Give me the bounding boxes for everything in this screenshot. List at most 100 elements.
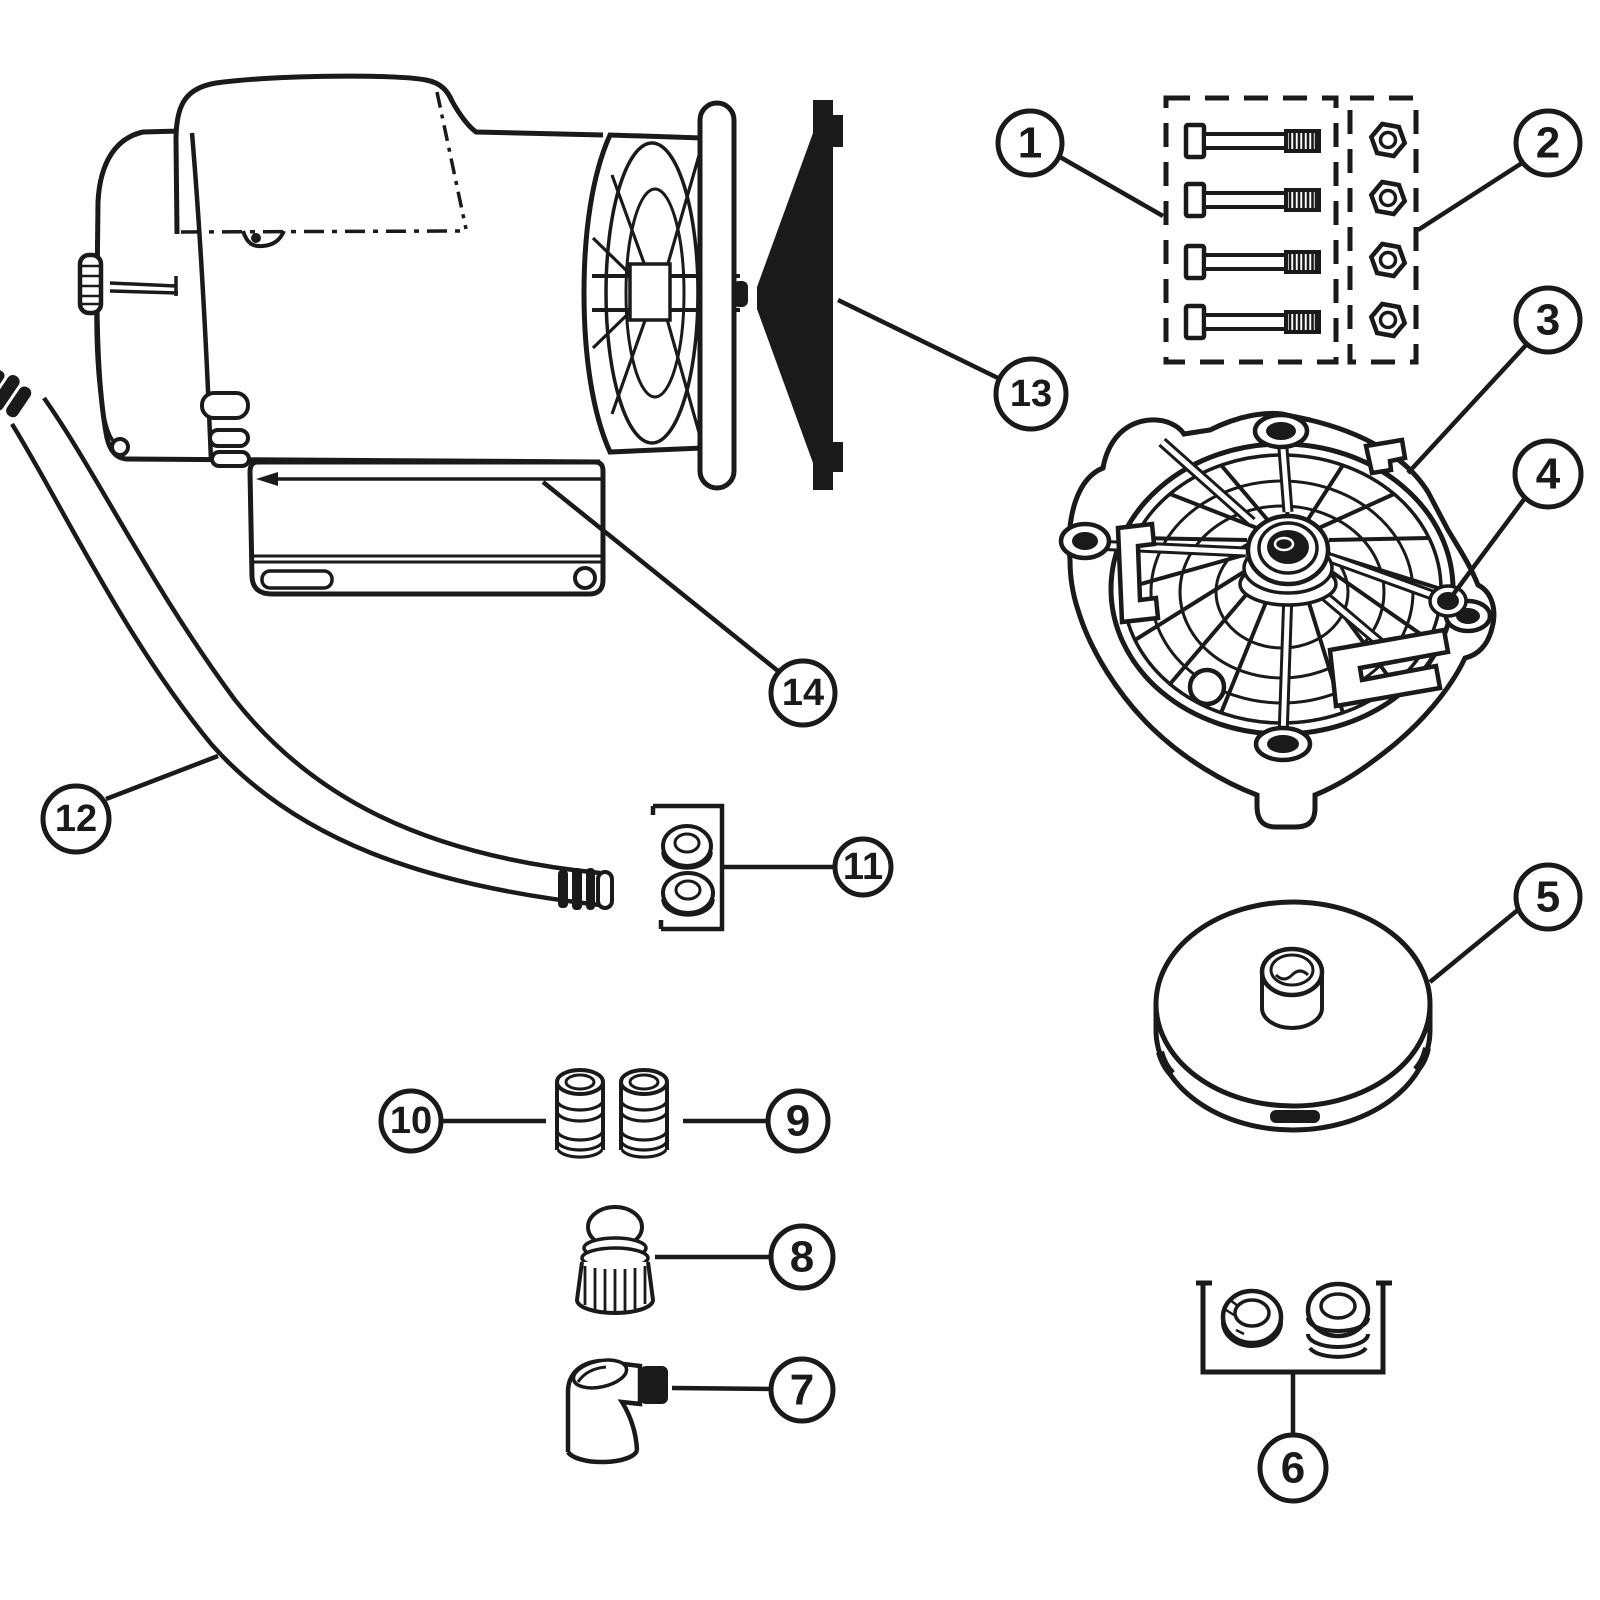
elbow-bottom-arc bbox=[566, 1449, 640, 1465]
leader-line-14 bbox=[541, 480, 780, 673]
motor-cap-seam-notch bbox=[241, 230, 286, 249]
motor-vent-slot-3 bbox=[210, 450, 251, 468]
hub-bore-glint bbox=[1273, 536, 1295, 552]
motor-vent-slot-2 bbox=[208, 428, 250, 448]
callout-8-label: 8 bbox=[790, 1233, 814, 1282]
base-plate-slot bbox=[260, 569, 334, 590]
callout-11-circle bbox=[832, 836, 894, 898]
callout-2-label: 2 bbox=[1536, 119, 1560, 168]
motor-cap-seam-dot bbox=[251, 233, 261, 243]
callout-6-circle bbox=[1257, 1432, 1329, 1504]
callout-7-circle bbox=[768, 1356, 836, 1424]
callout-3-label: 3 bbox=[1536, 296, 1560, 345]
bolt-2 bbox=[1186, 184, 1319, 216]
hose-inlet-fitting bbox=[0, 370, 32, 418]
hose-end-cap bbox=[596, 870, 614, 910]
motor-conduit-knob-ribs bbox=[81, 264, 100, 306]
adapter-fitting-part bbox=[574, 1205, 656, 1315]
callout-14-circle bbox=[768, 658, 838, 728]
callout-7: 7 bbox=[768, 1356, 836, 1424]
impeller-part bbox=[1153, 899, 1433, 1133]
impeller-hub-bore bbox=[1269, 953, 1315, 987]
seal-plate-cone bbox=[757, 133, 813, 463]
motor-cap-hidden-edge bbox=[435, 91, 468, 230]
motor-wire-line bbox=[94, 312, 116, 444]
motor-face-flange bbox=[697, 100, 737, 491]
elbow-bend-line bbox=[576, 1365, 607, 1383]
callout-7-label: 7 bbox=[790, 1366, 814, 1415]
shaft-stub bbox=[733, 281, 748, 307]
impeller-wall-mark-right bbox=[1413, 1047, 1431, 1073]
boss-top-hole bbox=[1266, 422, 1296, 440]
elbow-fitting-part bbox=[565, 1358, 668, 1465]
seal-plate-part bbox=[757, 100, 843, 490]
shaft-seal-kit bbox=[1196, 1280, 1392, 1375]
nut-kit-dashed-box bbox=[1347, 95, 1419, 365]
union-nut-bottom-bore bbox=[674, 879, 702, 901]
callout-12-label: 12 bbox=[55, 798, 97, 840]
hose-end-barb bbox=[558, 868, 614, 910]
callout-2: 2 bbox=[1513, 108, 1583, 178]
bolt-3 bbox=[1186, 246, 1319, 278]
callout-13-label: 13 bbox=[1010, 373, 1052, 415]
callout-5-circle bbox=[1513, 862, 1583, 932]
barb-adapter-left bbox=[555, 1068, 605, 1160]
callout-10-circle bbox=[378, 1088, 444, 1154]
leader-line-5 bbox=[1428, 907, 1521, 984]
callout-9: 9 bbox=[765, 1088, 831, 1154]
callout-11-label: 11 bbox=[843, 846, 883, 888]
callouts: 1 2 3 4 5 6 7 8 bbox=[40, 108, 1584, 1504]
callout-9-label: 9 bbox=[786, 1097, 810, 1146]
seal-spring-bore bbox=[1319, 1292, 1357, 1320]
seal-spring-coils bbox=[1306, 1317, 1370, 1359]
callout-6: 6 bbox=[1257, 1432, 1329, 1504]
callout-12-circle bbox=[40, 783, 112, 855]
motor-base-plate bbox=[247, 459, 606, 597]
motor-assembly bbox=[77, 73, 748, 597]
base-plate-hole bbox=[573, 566, 597, 590]
motor-cap-outline bbox=[173, 73, 604, 235]
callout-8: 8 bbox=[768, 1223, 836, 1291]
bolt-kit-dashed-box bbox=[1163, 95, 1339, 365]
hose-top-edge bbox=[42, 396, 601, 876]
callout-1: 1 bbox=[995, 108, 1065, 178]
leader-line-7 bbox=[671, 1385, 772, 1392]
callout-4-circle bbox=[1512, 438, 1584, 510]
fan-hub-block bbox=[628, 262, 672, 322]
hex-nut-1 bbox=[1371, 124, 1404, 156]
callout-4-label: 4 bbox=[1536, 450, 1561, 499]
elbow-threaded-tip bbox=[640, 1366, 668, 1404]
union-nut-top-flange bbox=[661, 851, 713, 870]
housing-clip-lower-right bbox=[1327, 627, 1451, 709]
housing-hub bbox=[1238, 513, 1338, 607]
seal-spring bbox=[1305, 1281, 1371, 1359]
nut-kit bbox=[1347, 95, 1419, 365]
callout-3: 3 bbox=[1513, 285, 1583, 355]
union-nut-bottom bbox=[661, 871, 715, 917]
callout-9-circle bbox=[765, 1088, 831, 1154]
leader-lines bbox=[105, 155, 1529, 1434]
base-plate-arrowhead bbox=[256, 472, 278, 486]
hose-inlet-ring-2 bbox=[0, 375, 20, 411]
union-nut-kit bbox=[650, 803, 725, 932]
leader-line-2 bbox=[1416, 161, 1524, 232]
base-plate-lower-ribs bbox=[253, 554, 603, 564]
seal-plate-step-top bbox=[833, 115, 843, 147]
callout-6-label: 6 bbox=[1281, 1444, 1305, 1493]
bolt-4 bbox=[1186, 306, 1319, 338]
callout-14: 14 bbox=[768, 658, 838, 728]
hex-nut-3 bbox=[1371, 244, 1404, 276]
leader-line-12 bbox=[105, 753, 219, 802]
adapter-splines bbox=[583, 1266, 647, 1313]
callout-5-label: 5 bbox=[1536, 873, 1560, 922]
callout-14-label: 14 bbox=[782, 672, 824, 714]
motor-vent-slot-1 bbox=[200, 391, 250, 420]
callout-13-circle bbox=[993, 356, 1069, 432]
seal-cup-bore bbox=[1233, 1298, 1271, 1328]
impeller-keyway bbox=[1274, 969, 1310, 981]
seal-plate-step-bottom bbox=[833, 442, 843, 472]
housing-clip-upper-right bbox=[1363, 437, 1408, 476]
boss-bottom-hole bbox=[1267, 735, 1299, 753]
impeller-hub bbox=[1259, 946, 1325, 1030]
